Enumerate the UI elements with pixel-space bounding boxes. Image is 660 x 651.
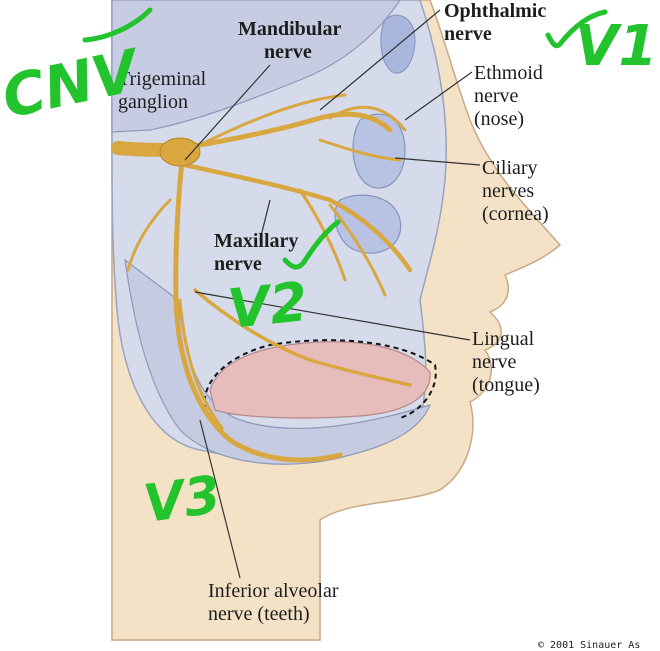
mandibular-branch — [173, 157, 343, 463]
leader-ethmoid — [404, 71, 473, 121]
cn-underline — [82, 7, 153, 43]
label-trigeminal: Trigeminal ganglion — [118, 68, 206, 114]
label-ciliary-line1: Ciliary — [482, 157, 538, 179]
frontal-sinus — [380, 14, 416, 74]
tongue — [209, 341, 431, 419]
annotation-v3: V3 — [140, 464, 225, 536]
lingual-branch — [193, 288, 412, 387]
nerve-branches — [111, 93, 413, 463]
buccal-branch — [126, 198, 172, 272]
label-ethmoid-line3: (nose) — [474, 108, 524, 130]
annotation-v1: V1 — [575, 14, 658, 79]
label-mandibular-line1: Mandibular — [238, 18, 342, 40]
label-maxillary-line2: nerve — [214, 253, 262, 275]
label-ophthalmic: Ophthalmic nerve — [444, 0, 546, 46]
label-inferior-alveolar-line2: nerve (teeth) — [208, 603, 310, 625]
handwritten-marks — [82, 7, 608, 270]
inferior-alveolar-branch — [178, 298, 224, 430]
label-lingual-line3: (tongue) — [472, 374, 540, 396]
annotation-v2: V2 — [224, 270, 311, 341]
label-ethmoid-line1: Ethmoid — [474, 62, 543, 84]
label-trigeminal-line2: ganglion — [118, 91, 188, 113]
ophthalmic-branch-upper — [198, 93, 347, 147]
ciliary-branch — [318, 138, 402, 162]
label-inferior-alveolar: Inferior alveolar nerve (teeth) — [208, 580, 338, 626]
leader-lines — [184, 9, 481, 579]
copyright-notice: © 2001 Sinauer As — [538, 640, 641, 651]
label-inferior-alveolar-line1: Inferior alveolar — [208, 580, 339, 602]
label-lingual-line2: nerve — [472, 351, 517, 373]
label-ethmoid: Ethmoid nerve (nose) — [474, 62, 543, 131]
label-trigeminal-line1: Trigeminal — [118, 68, 207, 90]
ethmoid-branch — [328, 105, 407, 132]
trigeminal-ganglion — [159, 137, 201, 167]
leader-lingual — [194, 291, 471, 341]
label-ophthalmic-line1: Ophthalmic — [444, 0, 547, 22]
label-ophthalmic-line2: nerve — [444, 23, 492, 45]
leader-maxillary — [259, 199, 271, 241]
leader-mandibular — [184, 64, 271, 161]
label-maxillary-line1: Maxillary — [214, 230, 299, 252]
maxillary-branch-3 — [328, 203, 387, 297]
leader-inferior-alveolar — [199, 419, 241, 579]
label-mandibular: Mandibular nerve — [238, 18, 341, 64]
label-lingual: Lingual nerve (tongue) — [472, 328, 540, 397]
label-lingual-line1: Lingual — [472, 328, 535, 350]
label-mandibular-line2: nerve — [264, 41, 312, 63]
leader-ciliary — [394, 157, 481, 166]
ophthalmic-branch — [179, 111, 393, 151]
label-ethmoid-line2: nerve — [474, 85, 519, 107]
label-ciliary-line2: nerves — [482, 180, 535, 202]
checkmark-v1 — [545, 9, 608, 49]
checkmark-maxillary — [282, 219, 341, 270]
maxillary-branch — [182, 162, 413, 273]
label-ciliary-line3: (cornea) — [482, 203, 549, 225]
label-ciliary: Ciliary nerves (cornea) — [482, 157, 549, 226]
tongue-dashed-outline — [203, 339, 437, 419]
label-maxillary: Maxillary nerve — [214, 230, 298, 276]
cranial-cavity — [111, 0, 401, 133]
leader-ophthalmic — [319, 9, 441, 111]
orbit — [352, 113, 406, 189]
